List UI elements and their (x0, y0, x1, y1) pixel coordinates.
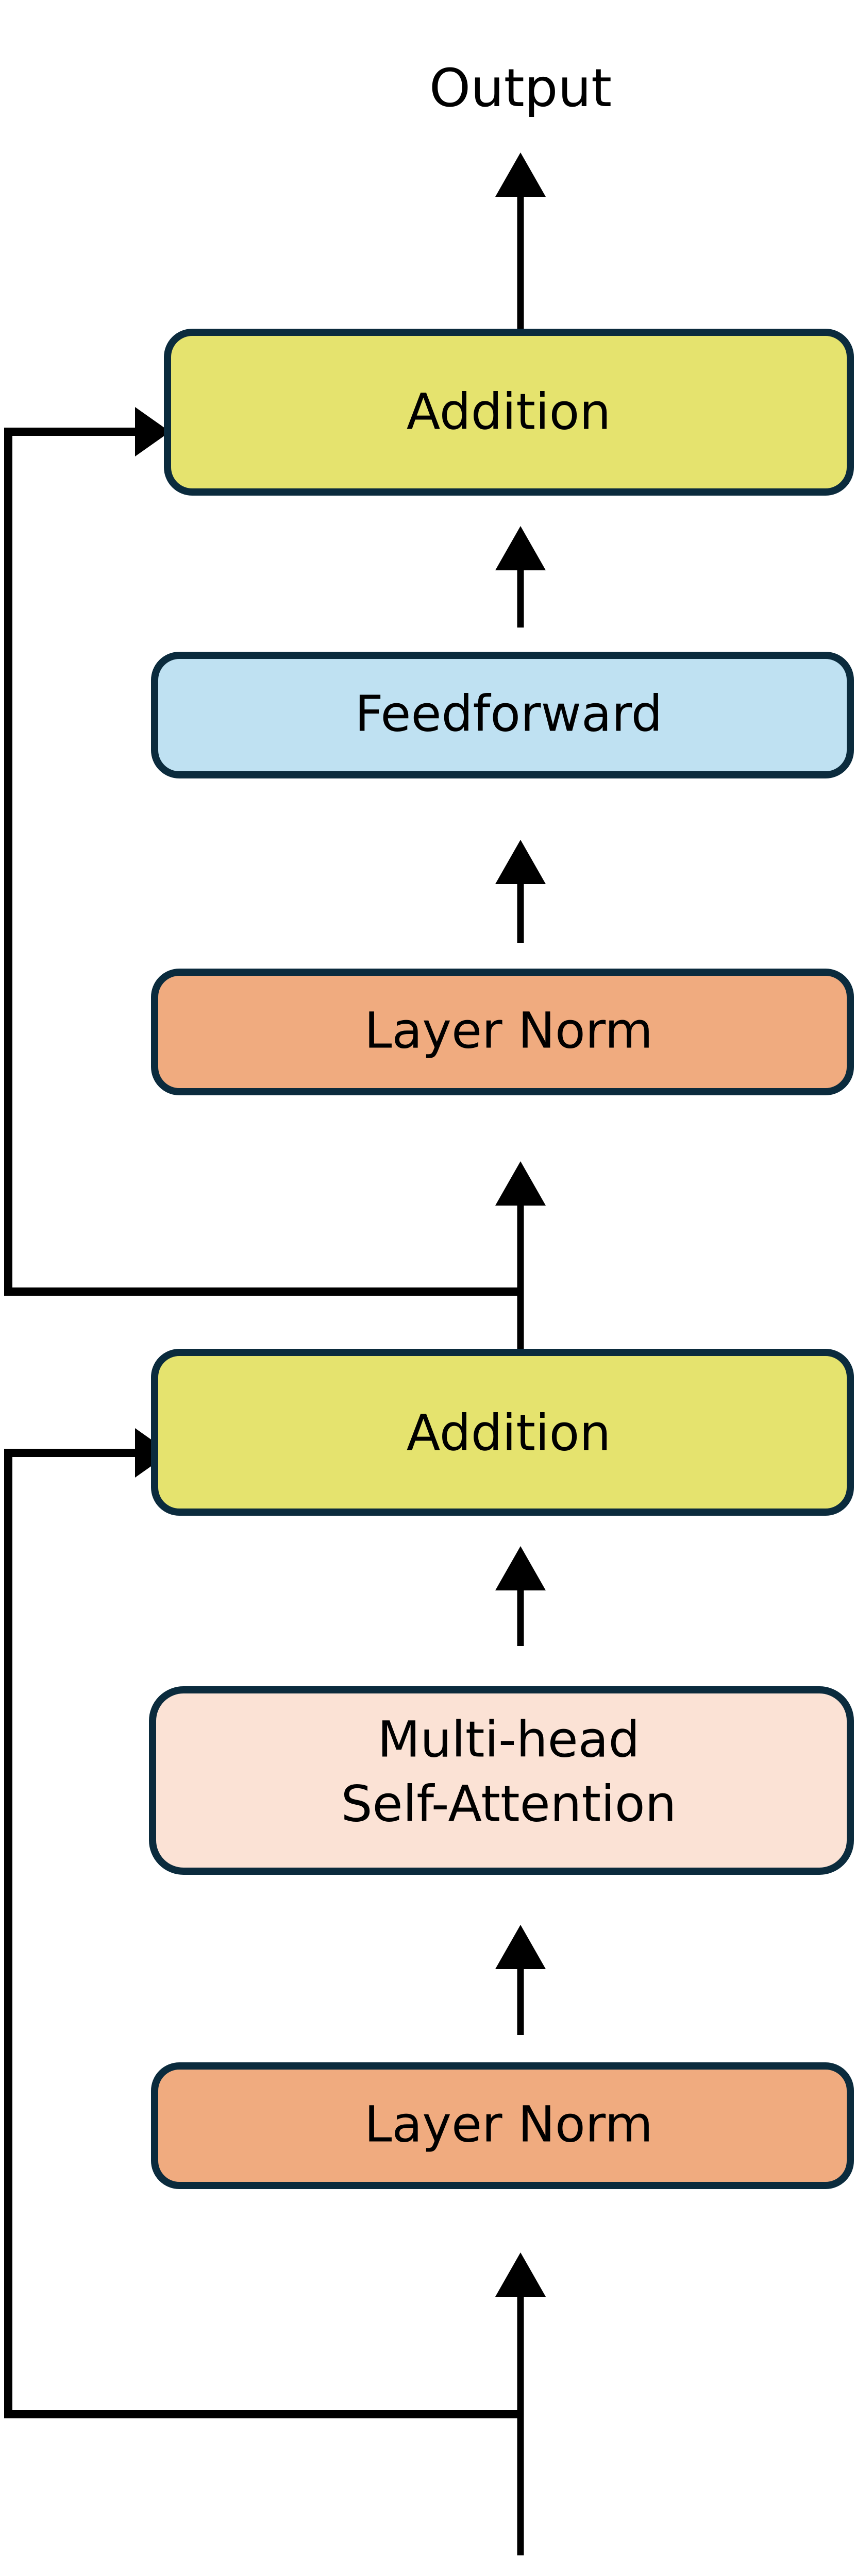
node-multi-head-self-attention[interactable]: Multi-head Self-Attention (149, 1686, 854, 1875)
node-addition-top-label: Addition (407, 383, 611, 440)
arrow-feedforward-to-addition-top (495, 526, 546, 628)
arrow-addition-top-to-output (495, 152, 546, 335)
node-multi-head-self-attention-label-line2: Self-Attention (341, 1775, 677, 1833)
node-addition-top[interactable]: Addition (164, 329, 854, 496)
arrow-attention-to-addition-bottom (495, 1546, 546, 1646)
residual-skip-upper (4, 407, 521, 1296)
residual-skip-upper-path (4, 428, 521, 1296)
residual-skip-upper-arrowhead (135, 407, 170, 456)
node-addition-bottom-label: Addition (407, 1404, 611, 1462)
arrow-addition-top-to-output-head (495, 152, 546, 197)
arrow-addition-bottom-to-layer-norm-top (495, 1161, 546, 1352)
node-feedforward[interactable]: Feedforward (151, 652, 854, 778)
node-addition-top-rect[interactable] (164, 329, 854, 496)
node-feedforward-label: Feedforward (355, 685, 662, 742)
node-layer-norm-top-rect[interactable] (151, 969, 854, 1095)
output-label: Output (429, 58, 612, 119)
arrow-feedforward-to-addition-top-head (495, 526, 546, 570)
node-layer-norm-top-label: Layer Norm (364, 1002, 653, 1059)
residual-skip-lower-path (4, 1449, 521, 2418)
arrow-layer-norm-bottom-to-attention (495, 1925, 546, 2035)
arrow-layer-norm-top-to-feedforward-head (495, 840, 546, 884)
node-layer-norm-bottom-label: Layer Norm (364, 2095, 653, 2153)
node-multi-head-self-attention-rect[interactable] (149, 1686, 854, 1875)
node-addition-bottom-rect[interactable] (151, 1349, 854, 1516)
arrow-attention-to-addition-bottom-head (495, 1546, 546, 1590)
arrow-layer-norm-top-to-feedforward (495, 840, 546, 943)
residual-skip-lower (4, 1428, 521, 2418)
arrow-input-to-layer-norm-bottom-head (495, 2252, 546, 2297)
arrow-addition-bottom-to-layer-norm-top-head (495, 1161, 546, 1206)
node-layer-norm-top[interactable]: Layer Norm (151, 969, 854, 1095)
node-feedforward-rect[interactable] (151, 652, 854, 778)
node-addition-bottom[interactable]: Addition (151, 1349, 854, 1516)
arrow-layer-norm-bottom-to-attention-head (495, 1925, 546, 1969)
node-layer-norm-bottom[interactable]: Layer Norm (151, 2062, 854, 2189)
arrow-input-to-layer-norm-bottom (495, 2252, 546, 2555)
node-layer-norm-bottom-rect[interactable] (151, 2062, 854, 2189)
node-multi-head-self-attention-label-line1: Multi-head (378, 1710, 640, 1768)
